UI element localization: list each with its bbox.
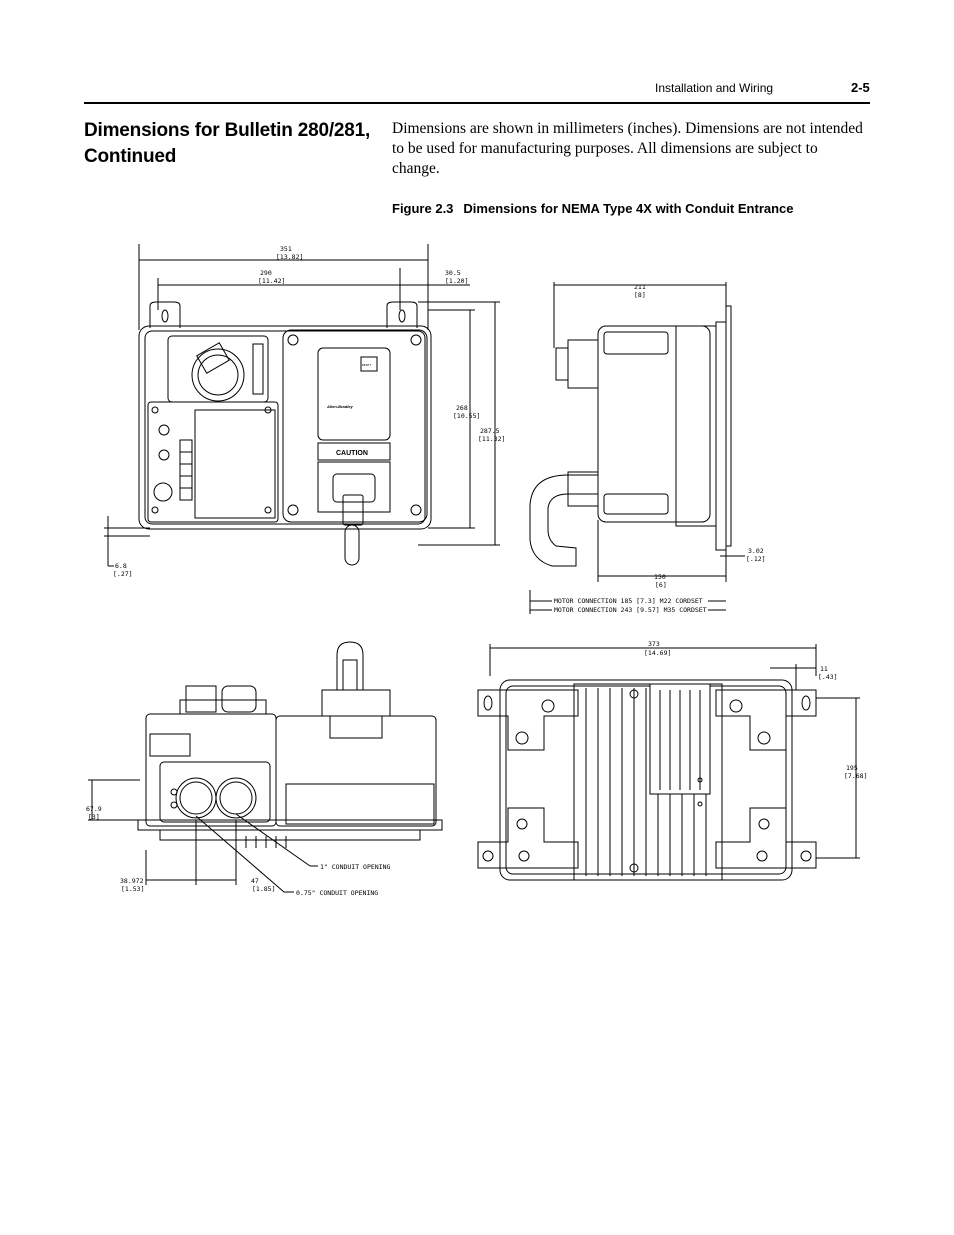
running-header-section: Installation and Wiring — [655, 81, 774, 95]
motor-connection-m35: MOTOR CONNECTION 243 [9.57] M35 CORDSET — [554, 606, 707, 614]
dim-rear-tab-in: [.43] — [818, 673, 838, 681]
dim-offset-right: 30.5 — [445, 269, 461, 277]
motor-connection-m22: MOTOR CONNECTION 185 [7.3] M22 CORDSET — [554, 597, 703, 605]
dim-bottom-offset: 38.972 — [120, 877, 144, 885]
dim-offset-bottom: 6.8 — [115, 562, 127, 570]
dim-height-overall: 287.5 — [480, 427, 500, 435]
conduit-075-label: 0.75" CONDUIT OPENING — [296, 889, 378, 897]
dim-bottom-spacing: 47 — [251, 877, 259, 885]
dim-width-overall-in: [13.82] — [276, 253, 303, 261]
dim-offset-right-in: [1.20] — [445, 277, 468, 285]
dim-width-holes-in: [11.42] — [258, 277, 285, 285]
dim-width-holes: 290 — [260, 269, 272, 277]
section-title: Dimensions for Bulletin 280/281, Continu… — [84, 120, 371, 167]
dim-bottom-height: 67.9 — [86, 805, 102, 813]
dim-rear-height-in: [7.68] — [844, 772, 867, 780]
dim-rear-width-in: [14.69] — [644, 649, 671, 657]
front-view: 351 [13.82] 290 [11.42] 30.5 [1.20] — [104, 244, 505, 578]
dim-bottom-height-in: [3] — [88, 813, 100, 821]
bottom-view: 67.9 [3] 38.972 [1.53] 47 [1.85] 1" COND… — [86, 641, 443, 897]
reset-label: RESET — [362, 363, 371, 367]
dim-height-holes: 268 — [456, 404, 468, 412]
page-number: 2-5 — [851, 80, 870, 95]
dim-depth-bottom: 150 — [654, 573, 666, 581]
dim-height-holes-in: [10.55] — [453, 412, 480, 420]
dim-depth-top: 211 — [634, 283, 646, 291]
dim-rear-height: 195 — [846, 764, 858, 772]
figure-number: Figure 2.3 — [392, 201, 454, 216]
dim-height-overall-in: [11.32] — [478, 435, 505, 443]
conduit-1-label: 1" CONDUIT OPENING — [320, 863, 391, 871]
caution-label: CAUTION — [336, 450, 368, 457]
side-view: 211 [8] 150 [6] 3.02 [.12] MOTOR CONNECT… — [529, 282, 766, 614]
dim-plate-in: [.12] — [746, 555, 766, 563]
rear-view: 373 [14.69] 11 [.43] 195 [7.68] — [477, 640, 867, 881]
brand-label: Allen-Bradley — [326, 404, 354, 409]
dim-bottom-offset-in: [1.53] — [121, 885, 144, 893]
dim-rear-width: 373 — [648, 640, 660, 648]
header-rule — [84, 102, 870, 104]
dim-offset-bottom-in: [.27] — [113, 570, 133, 578]
dim-width-overall: 351 — [280, 245, 292, 253]
figure-caption-text: Dimensions for NEMA Type 4X with Conduit… — [463, 201, 794, 216]
dim-depth-top-in: [8] — [634, 291, 646, 299]
intro-paragraph: Dimensions are shown in millimeters (inc… — [392, 120, 863, 177]
dim-rear-tab: 11 — [820, 665, 828, 673]
figure-caption: Figure 2.3 Dimensions for NEMA Type 4X wi… — [392, 201, 794, 216]
dim-bottom-spacing-in: [1.85] — [252, 885, 275, 893]
dim-depth-bottom-in: [6] — [655, 581, 667, 589]
dim-plate: 3.02 — [748, 547, 764, 555]
